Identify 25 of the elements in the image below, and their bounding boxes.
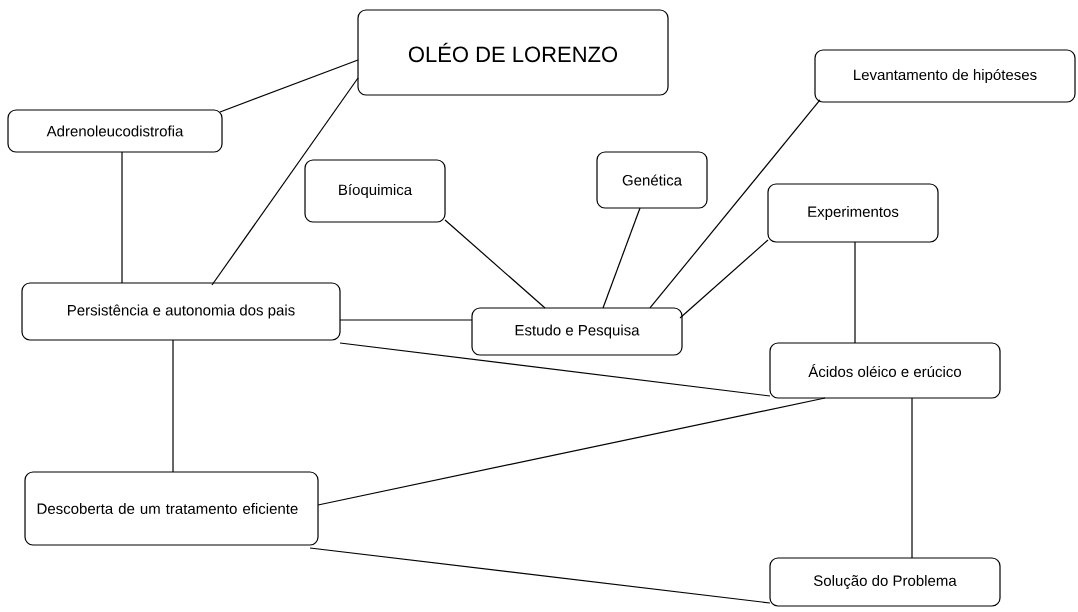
connector-line xyxy=(649,99,821,309)
connector-line xyxy=(911,397,913,559)
connector-line xyxy=(219,59,359,113)
connector-line xyxy=(854,241,856,344)
concept-box: Adrenoleucodistrofia xyxy=(7,109,223,153)
concept-box: Genética xyxy=(596,151,708,209)
connector-line xyxy=(679,239,769,319)
connector-line xyxy=(339,342,771,397)
connector-line xyxy=(444,219,546,309)
concept-box: Experimentos xyxy=(767,183,939,243)
connector-line xyxy=(211,77,359,286)
concept-box: Solução do Problema xyxy=(769,557,1001,607)
concept-box: Estudo e Pesquisa xyxy=(471,307,683,356)
concept-box: Levantamento de hipóteses xyxy=(814,49,1076,103)
concept-box: Persistência e autonomia dos pais xyxy=(21,282,341,341)
connector-line xyxy=(309,547,771,604)
concept-box: Bíoquimica xyxy=(304,159,446,223)
title-box: OLÉO DE LORENZO xyxy=(357,9,669,96)
connector-line xyxy=(121,151,123,284)
connector-line xyxy=(602,207,641,309)
connector-line xyxy=(339,319,473,321)
concept-box: Ácidos oléico e erúcico xyxy=(769,342,1001,399)
connector-line xyxy=(317,397,826,506)
connector-line xyxy=(172,339,174,473)
concept-box: Descoberta de um tratamento eficiente xyxy=(24,471,319,546)
